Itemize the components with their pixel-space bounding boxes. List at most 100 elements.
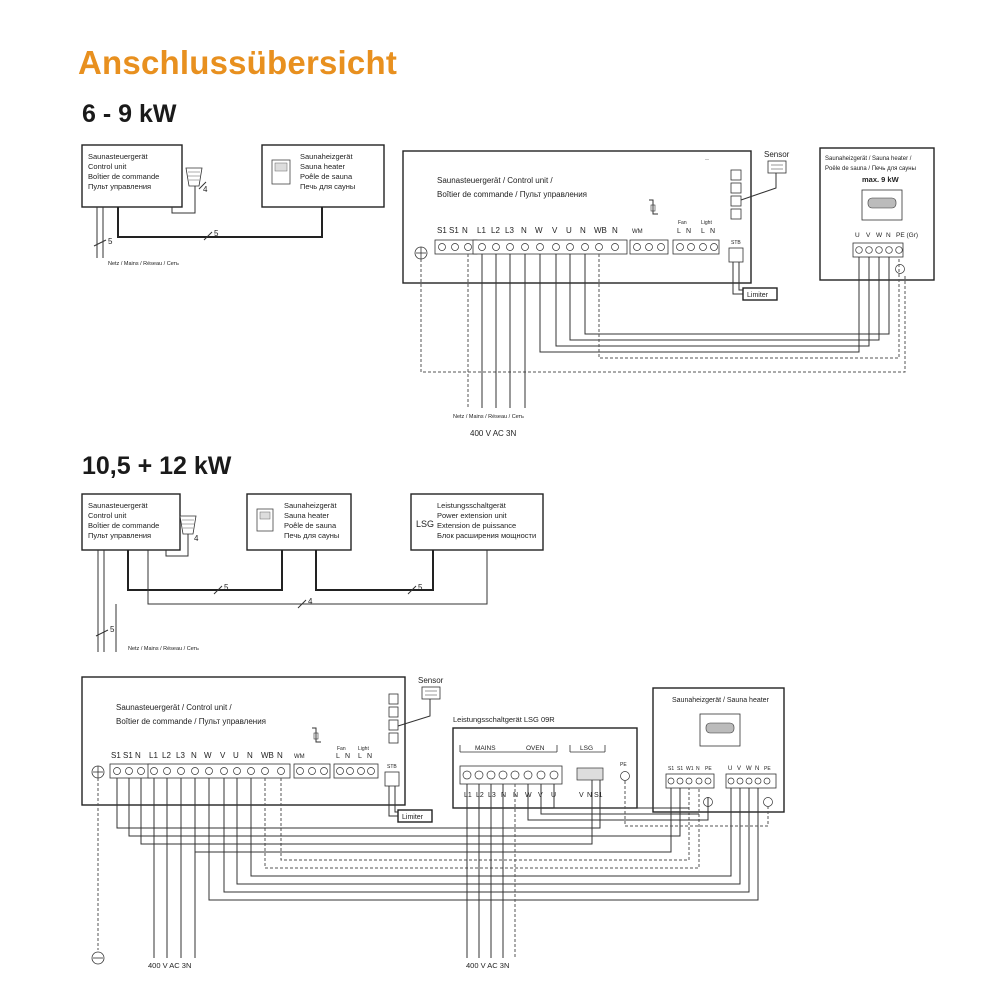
- s1-light-term-n: N: [710, 228, 715, 235]
- s2-term-label-7: W: [204, 751, 212, 760]
- s2-fan-label: Fan: [337, 746, 346, 752]
- s2-heater-line-2: Sauna heater: [284, 511, 330, 520]
- s2-lsg-term-l1: L1: [464, 792, 472, 799]
- s2-heater-term-w: W: [746, 766, 752, 772]
- s1-stb-label: STB: [731, 240, 741, 246]
- s2-heater-block: Saunaheizgerät Sauna heater Poêle de sau…: [246, 493, 352, 551]
- s1-unit-line-2: Boîtier de commande / Пульт управления: [437, 190, 587, 199]
- s2-heater-term-u: U: [728, 766, 732, 772]
- s1-heater-max: max. 9 kW: [862, 175, 900, 184]
- s1-term-label-10: N: [580, 226, 586, 235]
- s2-light-term-l: L: [358, 753, 362, 760]
- s1-cable-5a: 5: [108, 237, 113, 246]
- s1-heater-term-v: V: [866, 232, 871, 239]
- s1-heater-line-2: Sauna heater: [300, 162, 346, 171]
- s1-heater-box-line-1: Saunaheizgerät / Sauna heater /: [825, 156, 912, 162]
- s1-sensor-label: Sensor: [764, 150, 790, 159]
- s1-control-line-4: Пульт управления: [88, 182, 151, 191]
- s1-control-line-1: Saunasteuergerät: [88, 152, 149, 161]
- s2-cable-5c: 5: [110, 625, 115, 634]
- s2-lsg-block: LSG Leistungsschaltgerät Power extension…: [410, 493, 544, 551]
- s2-control-block: Saunasteuergerät Control unit Boîtier de…: [81, 493, 181, 551]
- s1-heater-term-pe: PE (Gr): [896, 232, 918, 239]
- s2-term-label-2: N: [135, 751, 141, 760]
- s2-cable-4b: 4: [308, 597, 313, 606]
- s1-cable-5b: 5: [214, 229, 219, 238]
- s1-fan-label: Fan: [678, 220, 687, 226]
- s2-heater-term-s1a: S1: [668, 766, 674, 772]
- s2-cable-5b: 5: [418, 583, 423, 592]
- s1-term-label-6: N: [521, 226, 527, 235]
- s2-heater-term-pe1: PE: [705, 766, 712, 772]
- s1-light-label: Light: [701, 220, 712, 226]
- s1-control-line-2: Control unit: [88, 162, 127, 171]
- s2-control-line-4: Пульт управления: [88, 531, 151, 540]
- s2-lsg-term-l2: L2: [476, 792, 484, 799]
- s2-heater-line-1: Saunaheizgerät: [284, 501, 337, 510]
- s1-sensor: Sensor: [740, 150, 790, 201]
- s1-term-label-3: L1: [477, 226, 486, 235]
- s2-sensor-icon: [179, 515, 197, 548]
- s2-lsg-tag: LSG: [416, 519, 434, 529]
- s1-terminal-labels: S1 S1 N L1 L2 L3 N W V U N WB N WM Fan L…: [437, 220, 741, 246]
- s1-heater-line-1: Saunaheizgerät: [300, 152, 353, 161]
- s1-heater-line-4: Печь для сауны: [300, 182, 355, 191]
- s2-lsg-unit: Leistungsschaltgerät LSG 09R MAINS OVEN …: [452, 715, 638, 809]
- section-heading-6-9kw: 6 - 9 kW: [82, 100, 177, 128]
- s1-mains-label: Netz / Mains / Réseau / Сеть: [453, 414, 524, 420]
- s2-lsg-term-ln: N: [587, 792, 592, 799]
- s1-heater-line-3: Poêle de sauna: [300, 172, 353, 181]
- s1-control-line-3: Boîtier de commande: [88, 172, 159, 181]
- s1-fan-term-l: L: [677, 228, 681, 235]
- s1-heater-term-n: N: [886, 232, 891, 239]
- s2-term-label-12: N: [277, 751, 283, 760]
- s1-netz-label: Netz / Mains / Réseau / Сеть: [108, 261, 179, 267]
- s1-term-label-7: W: [535, 226, 543, 235]
- section-heading-10-12kw: 10,5 + 12 kW: [82, 452, 232, 480]
- s2-term-label-5: L3: [176, 751, 185, 760]
- s2-lsg-box-title: Leistungsschaltgerät LSG 09R: [453, 715, 555, 724]
- s2-cable-5a: 5: [224, 583, 229, 592]
- s1-term-label-8: V: [552, 226, 558, 235]
- s2-heater-unit: Saunaheizgerät / Sauna heater S1 S1 W1 N…: [652, 687, 785, 813]
- s2-limiter-label: Limiter: [402, 814, 424, 821]
- s2-lsg-pe: PE: [620, 762, 627, 768]
- s2-sensor-label: Sensor: [418, 676, 444, 685]
- s2-voltage-right: 400 V AC 3N: [466, 961, 509, 970]
- s2-heater-term-w1: W1: [686, 766, 694, 772]
- s1-term-label-9: U: [566, 226, 572, 235]
- s2-control-line-3: Boîtier de commande: [88, 521, 159, 530]
- s2-heater-line-4: Печь для сауны: [284, 531, 339, 540]
- s1-term-label-4: L2: [491, 226, 500, 235]
- s1-control-unit: Saunasteuergerät / Control unit / Boîtie…: [402, 150, 752, 284]
- s1-wm-label: WM: [632, 229, 643, 235]
- s1-fan-term-n: N: [686, 228, 691, 235]
- s2-heater-term-n: N: [755, 766, 759, 772]
- s1-term-label-2: N: [462, 226, 468, 235]
- s2-lsg-oven: OVEN: [526, 745, 545, 752]
- s2-term-label-11: WB: [261, 751, 274, 760]
- s2-lsg-term-l3: L3: [488, 792, 496, 799]
- s2-term-label-8: V: [220, 751, 226, 760]
- s1-term-label-0: S1: [437, 226, 447, 235]
- s1-terminal-strip: [414, 239, 744, 263]
- s2-lsg-mains: MAINS: [475, 745, 496, 752]
- s2-lsg-term-n2: N: [513, 792, 518, 799]
- s2-term-label-4: L2: [162, 751, 171, 760]
- s2-netz-label: Netz / Mains / Réseau / Сеть: [128, 646, 199, 652]
- s2-sensor: Sensor: [397, 676, 444, 727]
- s2-heater-line-3: Poêle de sauna: [284, 521, 337, 530]
- s2-wm-label: WM: [294, 754, 305, 760]
- s2-term-label-9: U: [233, 751, 239, 760]
- s1-limiter-label: Limiter: [747, 292, 769, 299]
- s2-lsg-term-n1: N: [501, 792, 506, 799]
- s2-terminal-strip: [91, 763, 400, 787]
- s1-term-label-12: N: [612, 226, 618, 235]
- s1-heater-box-line-2: Poêle de sauna / Печь для сауны: [825, 166, 916, 172]
- s1-term-label-1: S1: [449, 226, 459, 235]
- s1-unit-line-1: Saunasteuergerät / Control unit /: [437, 176, 553, 185]
- s2-lsg-line-3: Extension de puissance: [437, 521, 516, 530]
- s2-term-label-6: N: [191, 751, 197, 760]
- s2-heater-term-s1b: S1: [677, 766, 683, 772]
- s2-control-unit: Saunasteuergerät / Control unit / Boîtie…: [81, 676, 406, 806]
